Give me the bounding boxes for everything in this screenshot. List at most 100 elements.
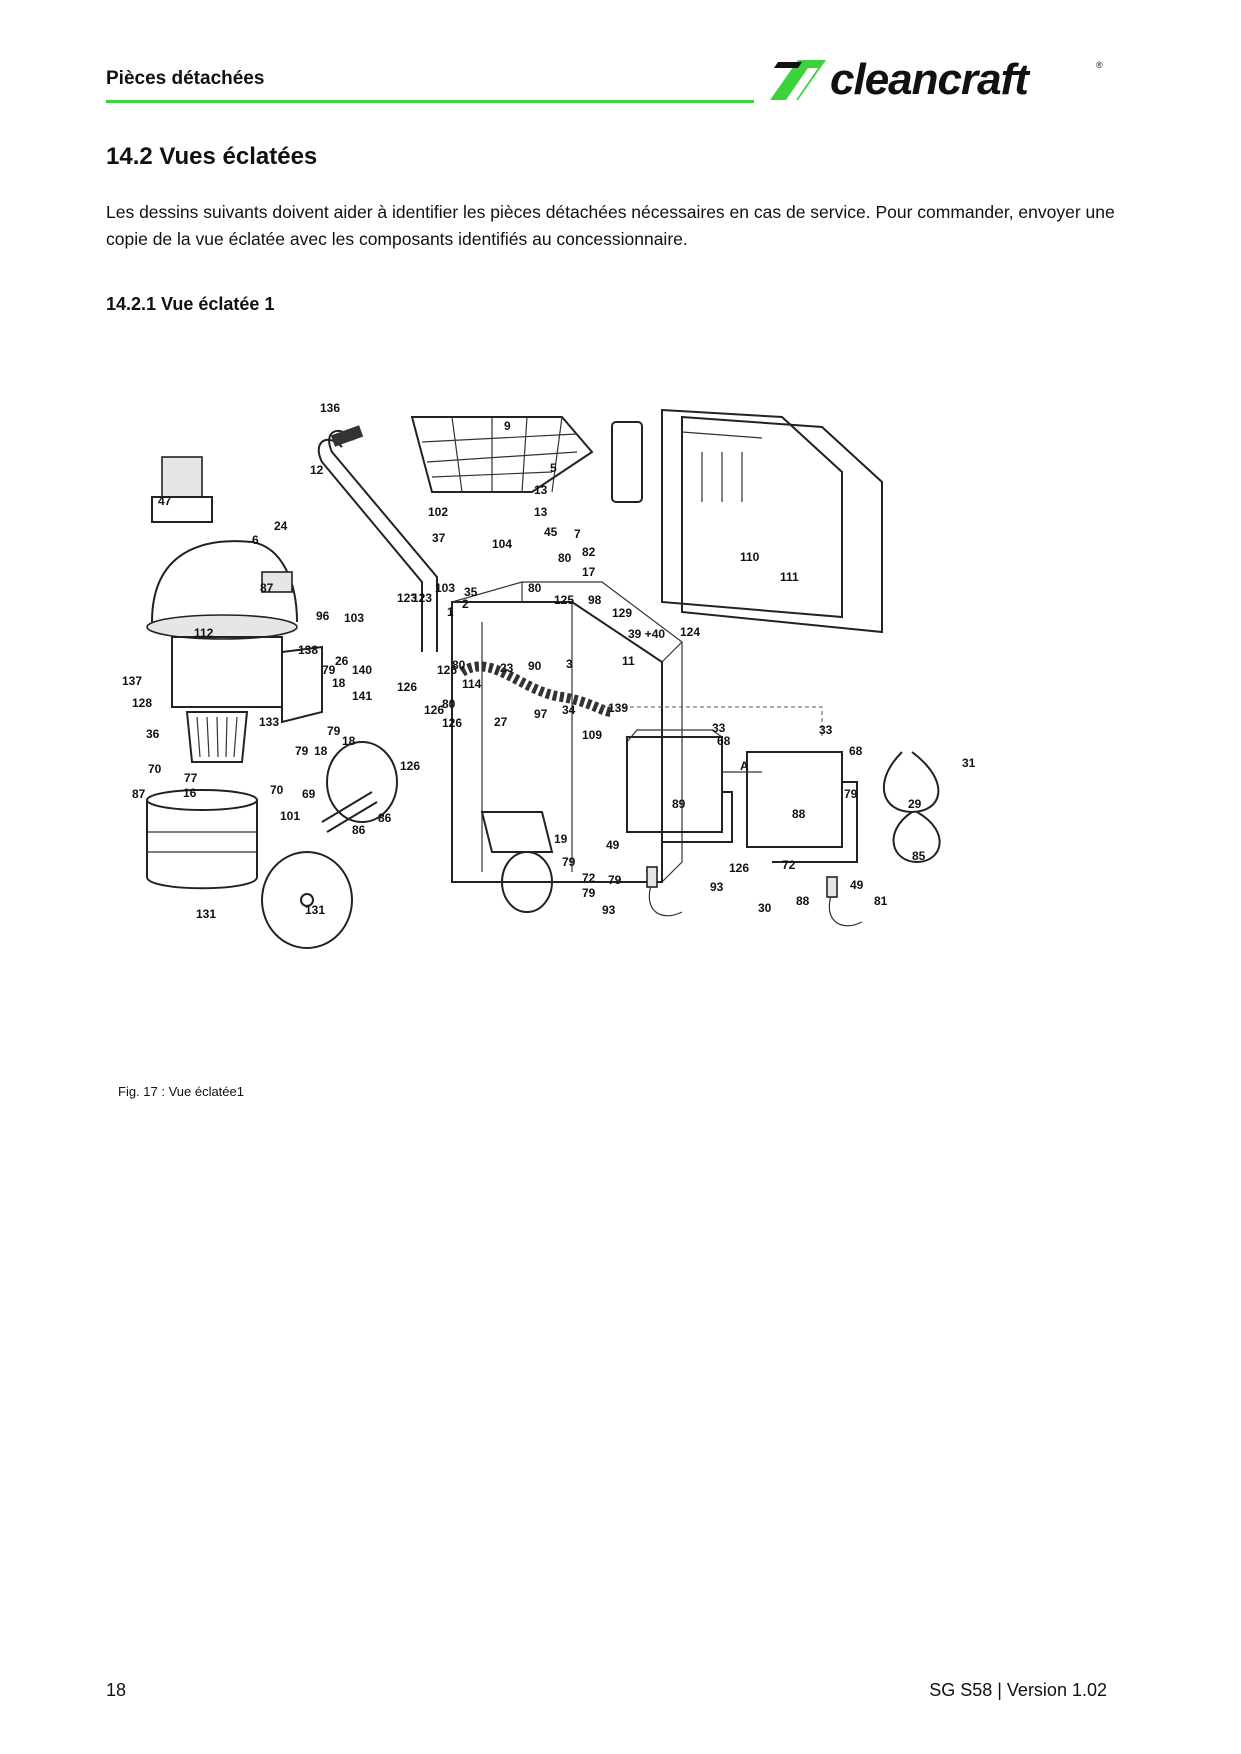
part-label: 79 <box>562 855 576 869</box>
part-label: 34 <box>562 703 576 717</box>
part-label: 79 <box>322 663 336 677</box>
part-label: 3 <box>566 657 573 671</box>
part-label: 102 <box>428 505 448 519</box>
page-heading: 14.2 Vues éclatées <box>106 143 318 170</box>
part-label: 126 <box>442 716 462 730</box>
part-label: 141 <box>352 689 372 703</box>
section-title: Pièces détachées <box>106 68 265 89</box>
page-number: 18 <box>106 1680 127 1700</box>
part-label: 136 <box>320 401 340 415</box>
part-label: 49 <box>606 838 620 852</box>
part-label: 125 <box>554 593 574 607</box>
part-label: 86 <box>352 823 366 837</box>
part-label: 123 <box>397 591 417 605</box>
part-label: 87 <box>260 581 274 595</box>
part-label: 37 <box>432 531 446 545</box>
part-label: 26 <box>335 654 349 668</box>
part-label: 114 <box>462 677 482 691</box>
part-label: 18 <box>332 676 346 690</box>
part-label: 1 <box>447 605 454 619</box>
svg-text:®: ® <box>1096 60 1103 70</box>
part-label: 6 <box>252 533 259 547</box>
part-label: 39 +40 <box>628 627 665 641</box>
part-label: 97 <box>534 707 548 721</box>
part-label: 5 <box>550 461 557 475</box>
figure-caption: Fig. 17 : Vue éclatée1 <box>118 1084 244 1099</box>
part-label: 93 <box>710 880 724 894</box>
part-label: 128 <box>132 696 152 710</box>
part-label: 126 <box>729 861 749 875</box>
part-label: 45 <box>544 525 558 539</box>
drawing-parts <box>146 408 941 949</box>
part-label: 81 <box>874 894 888 908</box>
part-label: 69 <box>302 787 316 801</box>
part-label: 112 <box>194 626 214 640</box>
part-label: 101 <box>280 809 300 823</box>
part-label: 93 <box>602 903 616 917</box>
logo-mark-icon <box>770 60 826 100</box>
part-label: 79 <box>844 787 858 801</box>
part-label: 70 <box>148 762 162 776</box>
part-label: 68 <box>717 734 731 748</box>
part-label: 35 <box>464 585 478 599</box>
part-label: 18 <box>342 734 356 748</box>
part-label: 123 <box>412 591 432 605</box>
part-label: 13 <box>534 505 548 519</box>
part-label: 88 <box>796 894 810 908</box>
part-label: 140 <box>352 663 372 677</box>
part-label: 82 <box>582 545 596 559</box>
part-label: 9 <box>504 419 511 433</box>
part-label: A <box>740 759 749 773</box>
part-label: 30 <box>758 901 772 915</box>
part-label: 47 <box>158 494 172 508</box>
section-subheading: 14.2.1 Vue éclatée 1 <box>106 294 275 314</box>
part-label: 90 <box>528 659 542 673</box>
part-label: 80 <box>528 581 542 595</box>
part-label: 80 <box>558 551 572 565</box>
part-label: 139 <box>608 701 628 715</box>
part-label: 72 <box>782 858 796 872</box>
part-label: 27 <box>494 715 508 729</box>
cleancraft-logo: cleancraft ® <box>770 55 1103 104</box>
part-label: 68 <box>849 744 863 758</box>
intro-paragraph: Les dessins suivants doivent aider à ide… <box>106 202 1115 249</box>
part-label: 96 <box>316 609 330 623</box>
part-label: 86 <box>378 811 392 825</box>
part-label: 79 <box>295 744 309 758</box>
part-label: 79 <box>327 724 341 738</box>
part-label: 111 <box>780 570 799 584</box>
part-label: 70 <box>270 783 284 797</box>
part-label: 36 <box>146 727 160 741</box>
part-label: 33 <box>712 721 726 735</box>
part-label: 129 <box>612 606 632 620</box>
part-label: 79 <box>608 873 622 887</box>
part-label: 137 <box>122 674 142 688</box>
part-label: 19 <box>554 832 568 846</box>
part-label: 98 <box>588 593 602 607</box>
part-label: 7 <box>574 527 581 541</box>
header-rule <box>106 100 754 103</box>
part-label: 12 <box>310 463 324 477</box>
part-label: 49 <box>850 878 864 892</box>
part-label: 131 <box>305 903 325 917</box>
svg-text:cleancraft: cleancraft <box>830 55 1031 104</box>
part-label: 33 <box>819 723 833 737</box>
part-label: 85 <box>912 849 926 863</box>
part-label: 80 <box>452 658 466 672</box>
part-label: 79 <box>582 886 596 900</box>
part-label: 103 <box>344 611 364 625</box>
part-label: 126 <box>424 703 444 717</box>
part-label: 126 <box>437 663 457 677</box>
part-label: 88 <box>792 807 806 821</box>
part-label: 11 <box>622 654 635 668</box>
part-label: 23 <box>500 661 514 675</box>
part-label: 13 <box>534 483 548 497</box>
part-label: 16 <box>183 786 197 800</box>
part-label: 89 <box>672 797 686 811</box>
part-label: 138 <box>298 643 318 657</box>
part-label: 17 <box>582 565 596 579</box>
part-label: 18 <box>314 744 328 758</box>
part-label: 87 <box>132 787 146 801</box>
